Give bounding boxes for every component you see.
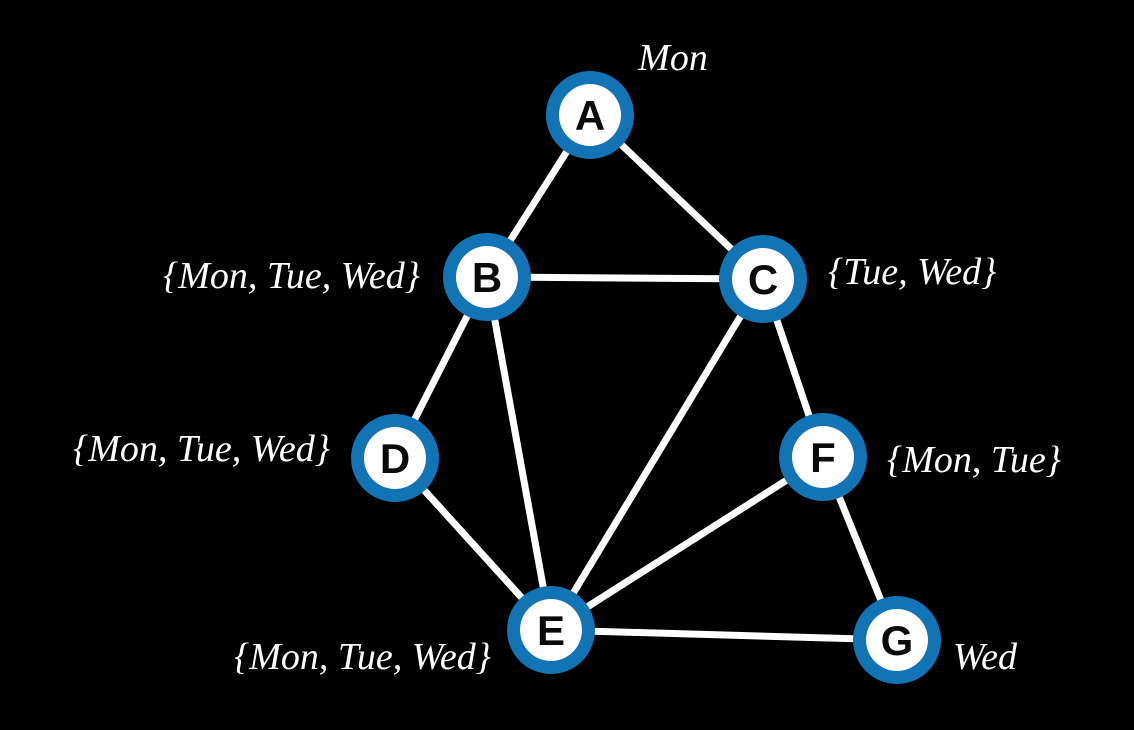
domain-label-B: {Mon, Tue, Wed} bbox=[163, 255, 420, 297]
domain-label-G: Wed bbox=[953, 636, 1018, 678]
node-letter-G: G bbox=[881, 617, 914, 664]
node-letter-C: C bbox=[748, 256, 778, 303]
labels-layer: Mon {Mon, Tue, Wed} {Tue, Wed} {Mon, Tue, W… bbox=[73, 37, 1061, 678]
domain-label-A: Mon bbox=[637, 37, 708, 79]
node-letter-E: E bbox=[537, 607, 565, 654]
node-letter-D: D bbox=[380, 435, 410, 482]
domain-label-D: {Mon, Tue, Wed} bbox=[73, 428, 330, 470]
node-letter-B: B bbox=[472, 254, 502, 301]
edge-B-C bbox=[483, 273, 767, 283]
node-core-G bbox=[866, 609, 928, 671]
edge-E-G bbox=[547, 626, 901, 644]
node-core-D bbox=[364, 427, 426, 489]
node-core-F bbox=[792, 426, 854, 488]
edges-layer bbox=[391, 111, 901, 644]
node-core-B bbox=[456, 246, 518, 308]
domain-label-E: {Mon, Tue, Wed} bbox=[234, 636, 491, 678]
node-core-C bbox=[732, 248, 794, 310]
domain-label-C: {Tue, Wed} bbox=[828, 251, 996, 293]
domain-label-F: {Mon, Tue} bbox=[887, 439, 1061, 481]
node-core-A bbox=[559, 84, 621, 146]
node-core-E bbox=[520, 599, 582, 661]
edge-B-E bbox=[483, 273, 555, 634]
nodes-layer: A B C D E F G bbox=[351, 71, 941, 684]
edge-E-F bbox=[547, 453, 827, 634]
node-letter-F: F bbox=[810, 434, 836, 481]
node-letter-A: A bbox=[575, 92, 605, 139]
edge-C-E bbox=[547, 275, 767, 634]
